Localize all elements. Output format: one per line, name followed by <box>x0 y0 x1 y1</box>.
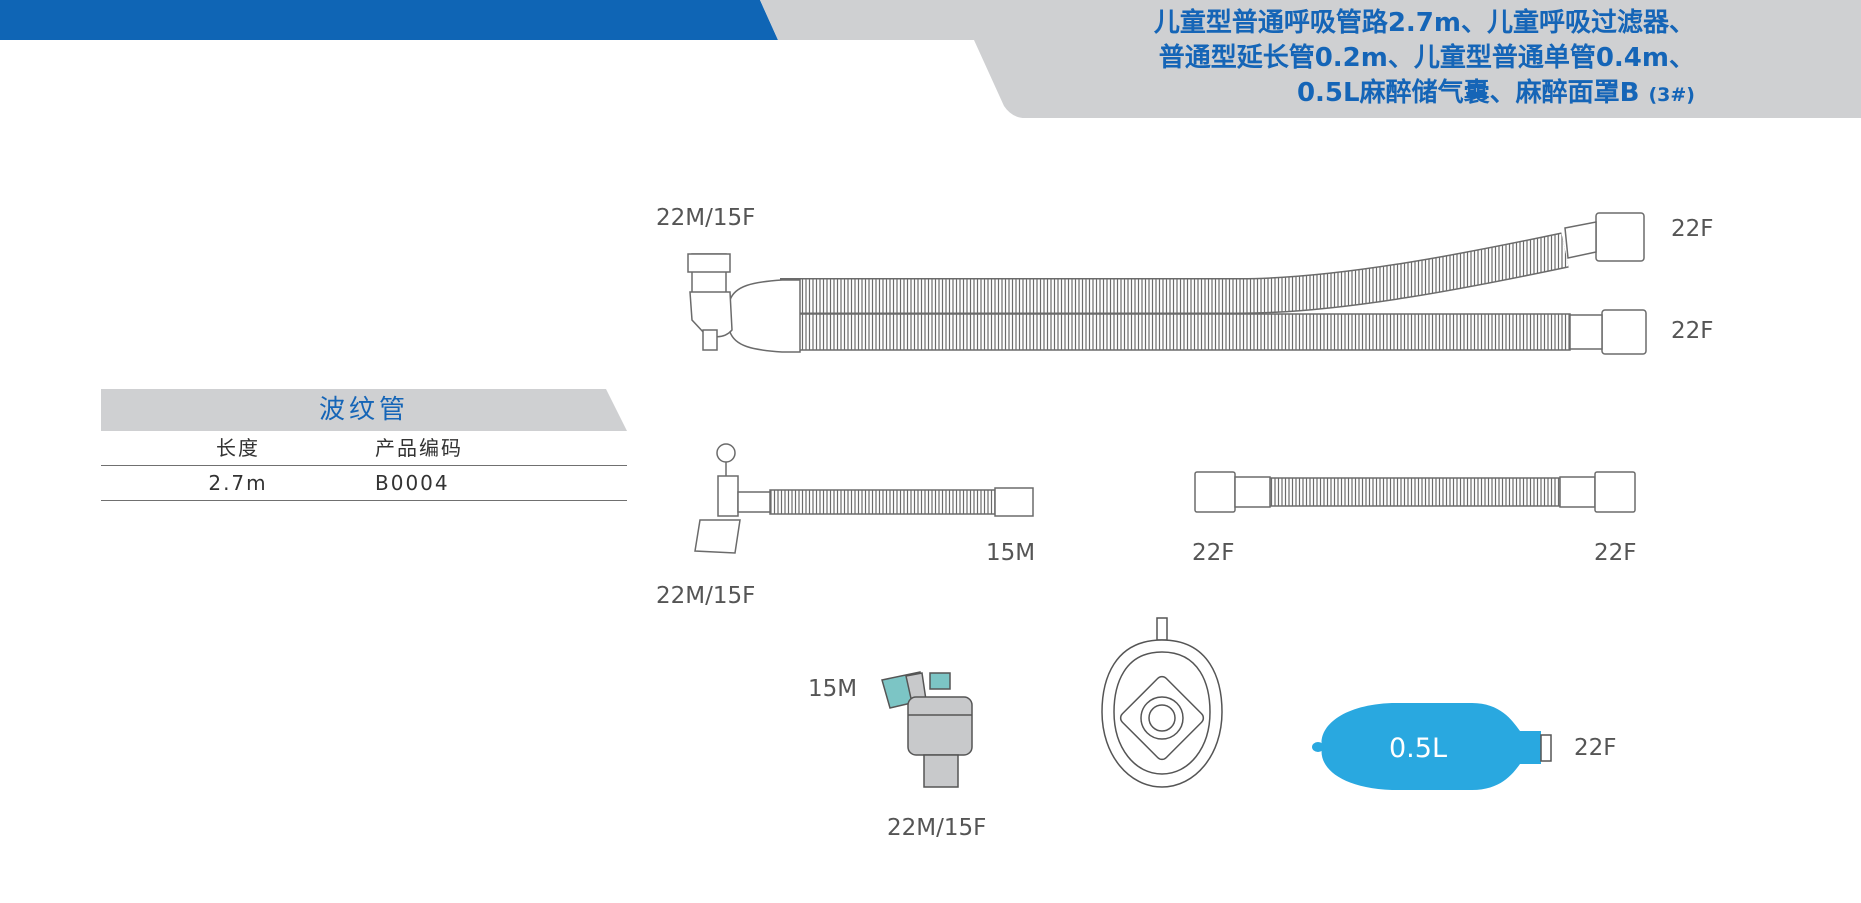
spec-cell-length: 2.7m <box>208 471 268 495</box>
title-line-3-main: 0.5L麻醉储气囊、麻醉面罩B <box>1296 78 1640 108</box>
bag-volume-label: 0.5L <box>1389 733 1447 764</box>
label-filter-top: 15M <box>808 676 857 702</box>
filter-cap <box>929 672 951 690</box>
single-tube-end-connector <box>994 487 1034 517</box>
title-line-3: 0.5L麻醉储气囊、麻醉面罩B (3#) <box>795 76 1695 113</box>
banner-blue-band <box>0 0 778 40</box>
mask-inflation-valve <box>1156 617 1168 641</box>
breathing-bag: 0.5L <box>1312 703 1552 790</box>
label-circuit-end-top: 22F <box>1671 216 1714 242</box>
bag-body <box>1321 703 1541 790</box>
label-extension-left: 22F <box>1192 540 1235 566</box>
label-extension-right: 22F <box>1594 540 1637 566</box>
table-row: 2.7m B0004 <box>101 466 627 501</box>
filter-outlet <box>923 754 959 788</box>
filter-housing <box>907 696 973 756</box>
circuit-y-piece <box>729 279 801 353</box>
spec-table-heading: 波纹管 <box>101 389 627 431</box>
spec-column-code: 产品编码 <box>375 436 463 460</box>
circuit-cuff-top <box>1564 221 1597 259</box>
breathing-filter <box>881 671 973 788</box>
single-tube-valve-knob <box>716 443 736 463</box>
extension-cuff-right <box>1559 476 1596 508</box>
page-title: 儿童型普通呼吸管路2.7m、儿童呼吸过滤器、 普通型延长管0.2m、儿童型普通单… <box>795 6 1695 113</box>
label-circuit-patient: 22M/15F <box>656 205 755 231</box>
spec-cell-code: B0004 <box>375 471 450 495</box>
extension-connector-right <box>1594 471 1636 513</box>
circuit-connector-top <box>1595 212 1645 262</box>
bag-neck-port <box>1540 734 1552 762</box>
title-line-2: 普通型延长管0.2m、儿童型普通单管0.4m、 <box>1158 43 1695 73</box>
circuit-patient-port <box>687 253 731 273</box>
single-tube-body <box>769 489 996 515</box>
header-banner <box>0 0 1861 118</box>
label-single-tube-end: 15M <box>986 540 1035 566</box>
circuit-tube-lower <box>779 313 1571 351</box>
breathing-circuit <box>687 212 1647 355</box>
mask-connector-port <box>1148 704 1176 732</box>
spec-table: 波纹管 长度 产品编码 2.7m B0004 <box>101 389 627 501</box>
spec-table-header-row: 长度 产品编码 <box>101 431 627 466</box>
title-line-1: 儿童型普通呼吸管路2.7m、儿童呼吸过滤器、 <box>1153 8 1695 38</box>
circuit-sample-port <box>702 329 718 351</box>
bag-tail <box>1312 742 1324 752</box>
extension-cuff-left <box>1234 476 1271 508</box>
single-tube-elbow <box>717 475 739 517</box>
label-bag-port: 22F <box>1574 735 1617 761</box>
label-circuit-end-bottom: 22F <box>1671 318 1714 344</box>
label-filter-bottom: 22M/15F <box>887 815 986 841</box>
extension-connector-left <box>1194 471 1236 513</box>
circuit-tube-upper-fill <box>780 233 1569 313</box>
single-tube-neck <box>737 491 771 513</box>
anesthesia-mask <box>1101 617 1223 788</box>
single-tube-patient-port <box>694 519 741 554</box>
label-single-tube-patient: 22M/15F <box>656 583 755 609</box>
extension-tube <box>1194 471 1636 513</box>
spec-column-length: 长度 <box>216 436 260 460</box>
circuit-connector-bottom <box>1601 309 1647 355</box>
title-size-note: (3#) <box>1648 84 1695 106</box>
extension-tube-body <box>1269 477 1561 507</box>
single-tube <box>694 443 1034 554</box>
circuit-cuff-bottom <box>1569 314 1603 350</box>
banner-gray-band <box>760 0 1861 118</box>
